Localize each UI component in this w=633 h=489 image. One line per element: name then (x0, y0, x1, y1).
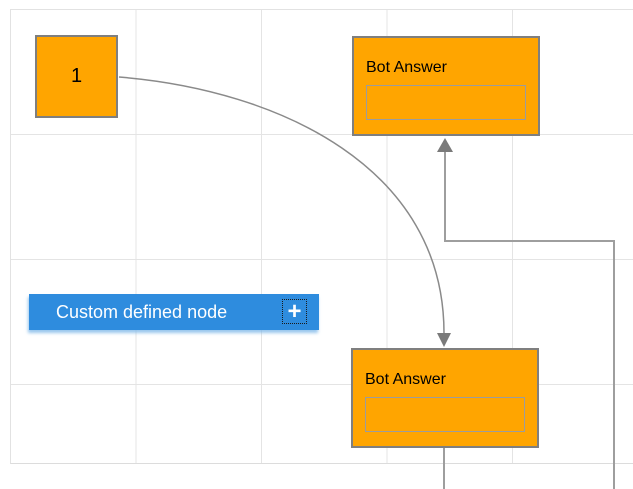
answer-field[interactable] (366, 85, 526, 120)
bezier-arrowhead-down-icon (437, 333, 451, 347)
node-title: Bot Answer (366, 59, 447, 76)
node-custom-defined[interactable]: Custom defined node + (29, 294, 319, 330)
node-bot-answer-bottom[interactable]: Bot Answer (351, 348, 539, 448)
node-start[interactable]: 1 (35, 35, 118, 118)
node-start-label: 1 (70, 65, 83, 87)
node-custom-label: Custom defined node (56, 301, 228, 322)
node-title: Bot Answer (365, 371, 446, 388)
orthogonal-arrowhead-up-icon (437, 138, 453, 152)
plus-icon[interactable]: + (282, 299, 307, 324)
orthogonal-connector[interactable] (444, 152, 615, 489)
answer-field[interactable] (365, 397, 525, 432)
bezier-connector[interactable] (118, 76, 445, 334)
node-bot-answer-top[interactable]: Bot Answer (352, 36, 540, 136)
